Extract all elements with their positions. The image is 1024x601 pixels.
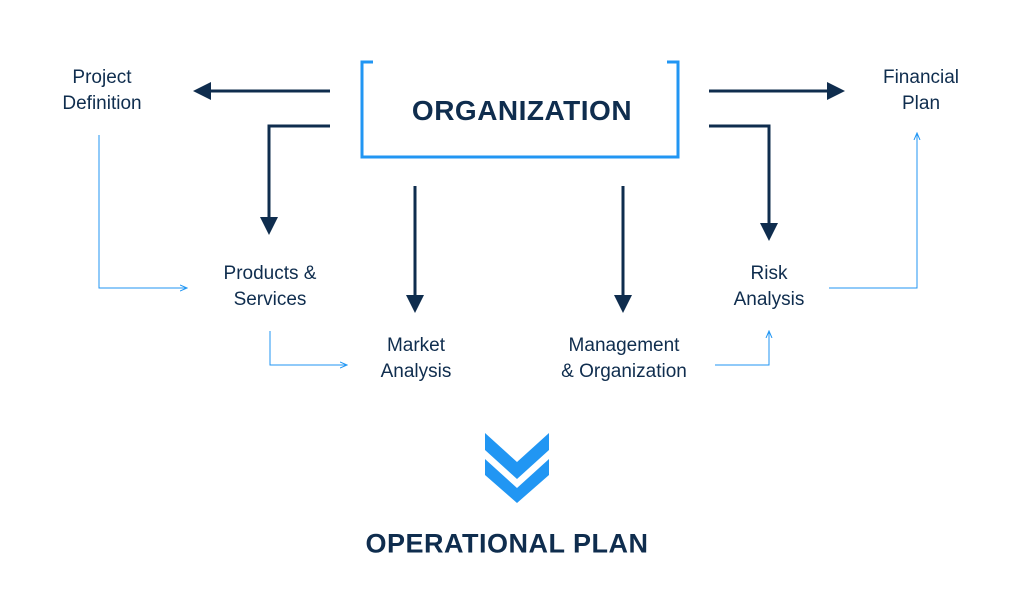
node-label: Analysis (733, 289, 805, 310)
node-label: Project (72, 67, 132, 88)
node-label: & Organization (561, 361, 687, 382)
node-financial-plan: Financial Plan (883, 65, 959, 117)
node-risk-analysis: Risk Analysis (734, 261, 805, 313)
node-label: Risk (750, 263, 788, 284)
node-label: Plan (901, 93, 941, 114)
node-label: Products & (223, 263, 317, 284)
flow-risk-to-financial (829, 133, 917, 289)
node-label: Management (568, 335, 680, 356)
arrow-to-risk-analysis (709, 124, 778, 241)
node-label: Analysis (380, 361, 452, 382)
flow-products-to-market (269, 331, 347, 365)
node-market-analysis: Market Analysis (381, 333, 452, 385)
organization-title: ORGANIZATION (411, 95, 633, 126)
flow-project-to-products (98, 135, 187, 288)
node-management-organization: Management & Organization (561, 333, 687, 385)
arrow-to-products-services (260, 124, 330, 235)
node-label: Services (233, 289, 307, 310)
double-chevron-down-icon (485, 433, 549, 503)
operational-plan-title: OPERATIONAL PLAN (365, 528, 649, 559)
node-products-services: Products & Services (224, 261, 317, 313)
node-label: Definition (62, 93, 142, 114)
node-label: Market (386, 335, 446, 356)
node-project-definition: Project Definition (62, 65, 141, 117)
flow-management-to-risk (715, 331, 769, 366)
node-label: Financial (882, 67, 960, 88)
organization-box (360, 60, 680, 159)
